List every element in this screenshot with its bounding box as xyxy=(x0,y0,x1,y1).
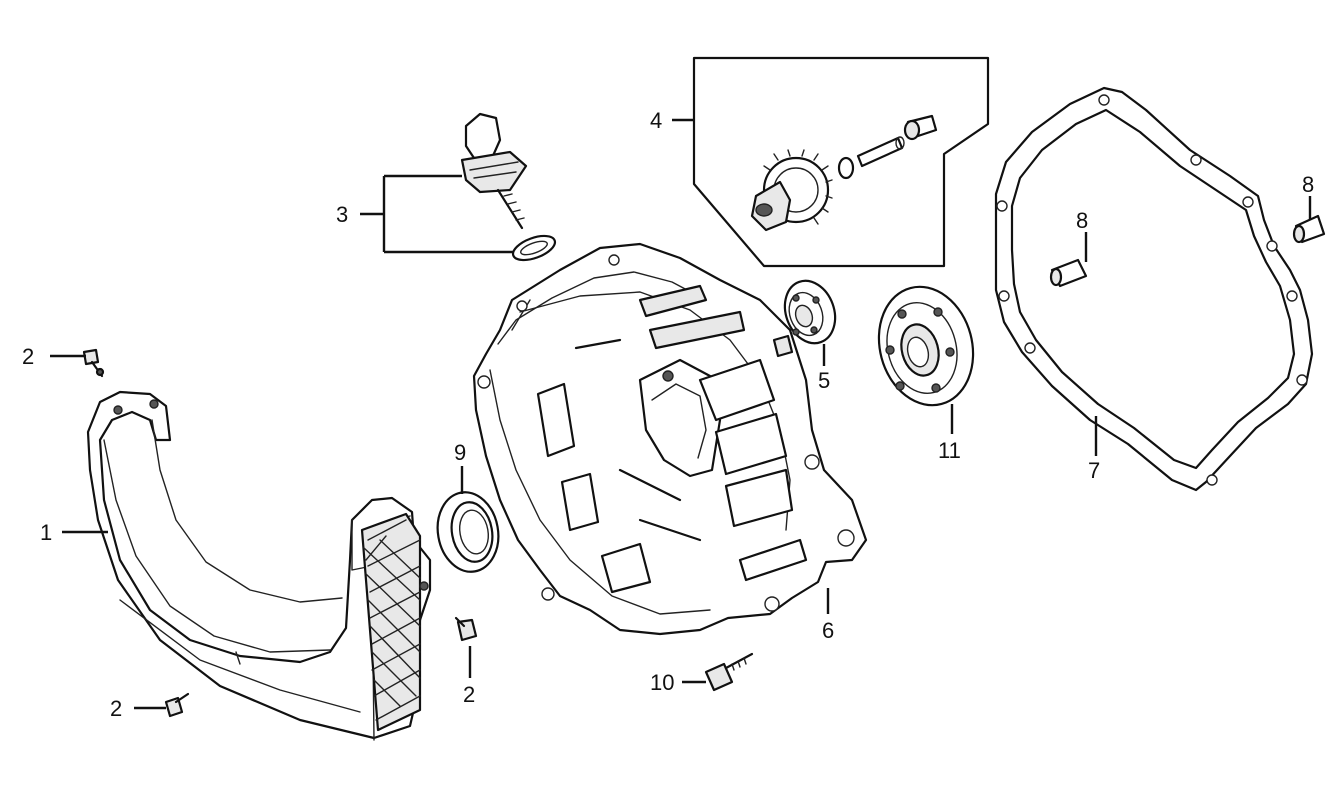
callout-10: 10 xyxy=(650,670,674,695)
part-6-crankcase-cover xyxy=(472,242,868,636)
part-9-oil-seal xyxy=(436,491,500,573)
callout-2: 2 xyxy=(463,682,475,707)
callout-8: 8 xyxy=(1302,172,1314,197)
callout-6: 6 xyxy=(822,618,834,643)
callout-8: 8 xyxy=(1076,208,1088,233)
part-4-governor-assembly xyxy=(692,56,990,268)
callout-3: 3 xyxy=(336,202,348,227)
part-2-screw xyxy=(82,348,105,378)
part-11-bearing xyxy=(877,285,975,407)
callout-9: 9 xyxy=(454,440,466,465)
callout-7: 7 xyxy=(1088,458,1100,483)
part-8-dowel-pin xyxy=(1049,258,1088,288)
callout-1: 1 xyxy=(40,520,52,545)
callout-11: 11 xyxy=(938,438,961,463)
part-2-screw xyxy=(454,616,478,642)
part-7-gasket xyxy=(994,86,1314,492)
callout-5: 5 xyxy=(818,368,830,393)
part-3-oil-filler-cap xyxy=(460,112,557,262)
part-1-fan-cover xyxy=(86,390,432,741)
callout-2: 2 xyxy=(110,696,122,721)
leader-lines xyxy=(50,118,1312,710)
callout-4: 4 xyxy=(650,108,662,133)
part-10-bolt xyxy=(704,652,754,692)
callout-2: 2 xyxy=(22,344,34,369)
part-2-screw xyxy=(164,692,190,718)
part-5-bearing xyxy=(783,279,837,345)
